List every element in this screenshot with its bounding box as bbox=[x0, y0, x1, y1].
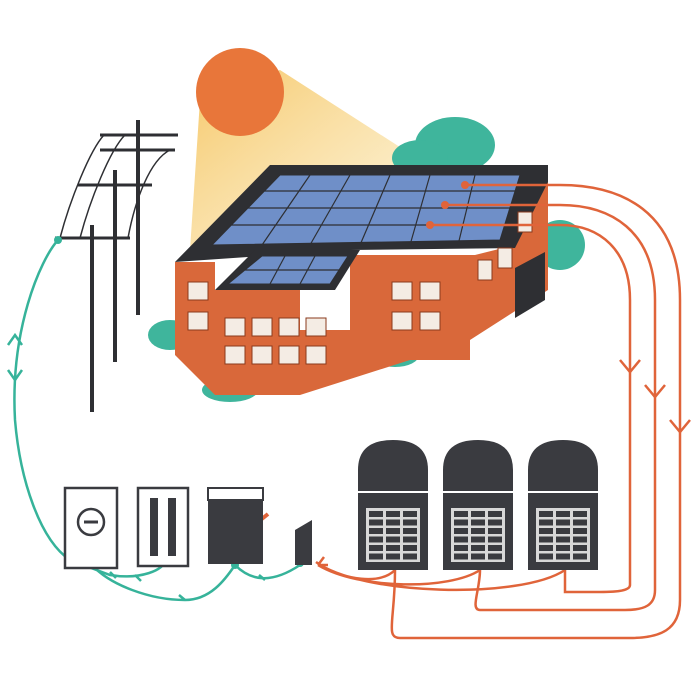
battery-icon bbox=[528, 440, 598, 570]
battery-icon bbox=[443, 440, 513, 570]
breaker-panel-icon bbox=[136, 486, 190, 568]
inverter-icon bbox=[207, 487, 312, 565]
sun-icon bbox=[196, 48, 284, 136]
building-icon bbox=[175, 165, 548, 395]
arrow-icon bbox=[619, 359, 691, 434]
solar-line bbox=[256, 183, 691, 640]
grid-line bbox=[6, 239, 301, 602]
battery-icon bbox=[358, 440, 428, 570]
utility-pole-icon bbox=[55, 120, 178, 412]
meter-icon bbox=[63, 486, 119, 570]
